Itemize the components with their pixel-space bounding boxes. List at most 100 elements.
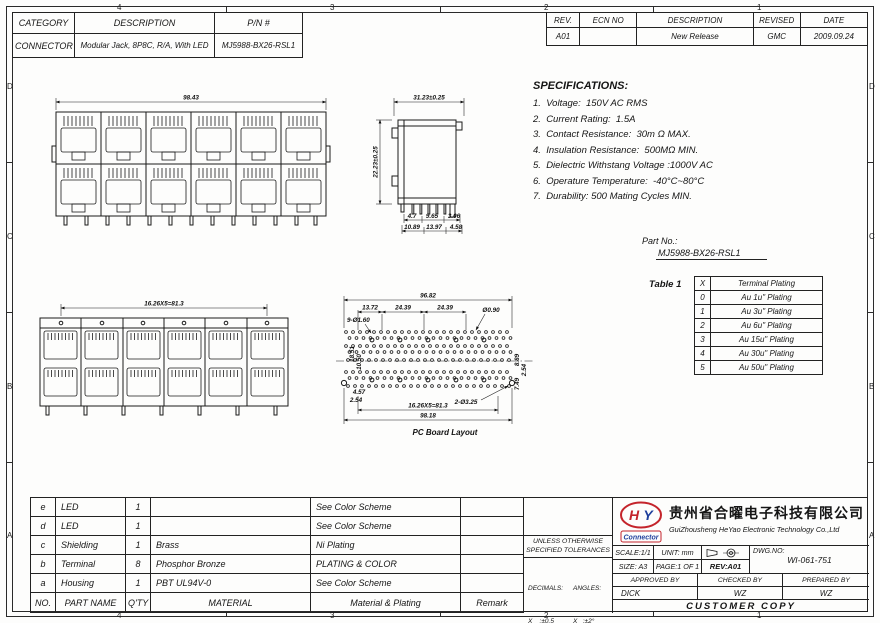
svg-text:8.89: 8.89 bbox=[514, 353, 521, 366]
dim-side-height: 22.23±0.25 bbox=[373, 146, 380, 179]
part-category: CONNECTOR bbox=[12, 33, 75, 58]
spec-item: 7. Durability: 500 Mating Cycles MIN. bbox=[533, 191, 692, 202]
dim-front-width: 98.43 bbox=[183, 95, 199, 102]
part-id-table: CATEGORY DESCRIPTION P/N # CONNECTOR Mod… bbox=[12, 12, 303, 58]
zone-label-right: D bbox=[869, 82, 875, 91]
zone-tick bbox=[6, 162, 13, 163]
approved-by-value: DICK bbox=[613, 587, 698, 600]
front-view-pins bbox=[63, 215, 318, 226]
bom-remark bbox=[460, 497, 524, 517]
plating-code: 0 bbox=[694, 290, 711, 305]
specifications-title: SPECIFICATIONS: bbox=[533, 80, 629, 92]
dim-mount-label: 2-Ø3.25 bbox=[454, 399, 478, 406]
svg-text:7.49: 7.49 bbox=[514, 377, 521, 390]
front-view-dimensions: 98.43 bbox=[55, 95, 327, 110]
part-no-label: Part No.: bbox=[642, 236, 678, 246]
zone-label-bottom: 2 bbox=[544, 611, 549, 620]
zone-tick bbox=[6, 312, 13, 313]
tolerance-title-line2: SPECIFIED TOLERANCES bbox=[526, 546, 610, 554]
part-table-header: CATEGORY bbox=[12, 12, 75, 34]
part-description: Modular Jack, 8P8C, R/A, With LED bbox=[74, 33, 215, 58]
unit-cell: UNIT: mm bbox=[653, 546, 701, 560]
dim-holes-label: 9-Ø1.60 bbox=[347, 317, 370, 324]
dwg-no-value: WI-061-751 bbox=[787, 555, 832, 565]
zone-tick bbox=[653, 6, 654, 13]
zone-tick bbox=[226, 611, 227, 617]
bom-no: a bbox=[30, 573, 56, 593]
prepared-by-label: PREPARED BY bbox=[783, 574, 869, 587]
zone-label-top: 4 bbox=[117, 3, 122, 12]
spec-item: 2. Current Rating: 1.5A bbox=[533, 113, 636, 125]
bom-material: PBT UL94V-0 bbox=[150, 573, 311, 593]
pcb-hole-pattern bbox=[340, 330, 516, 388]
plating-code: X bbox=[694, 276, 711, 291]
zone-tick bbox=[440, 611, 441, 617]
plating-code: 5 bbox=[694, 360, 711, 375]
svg-text:9.65: 9.65 bbox=[426, 213, 439, 220]
zone-label-bottom: 3 bbox=[330, 611, 335, 620]
bom-part-name: Shielding bbox=[55, 535, 126, 555]
svg-text:98.18: 98.18 bbox=[420, 413, 436, 420]
svg-text:16.26X5=81.3: 16.26X5=81.3 bbox=[408, 403, 448, 410]
pcb-bottom-dimensions: 16.26X5=81.3 98.18 bbox=[343, 388, 513, 424]
plating-desc: Au 6u" Plating bbox=[710, 318, 823, 333]
checked-by-label: CHECKED BY bbox=[698, 574, 783, 587]
spec-item: 1. Voltage: 150V AC RMS bbox=[533, 98, 648, 109]
svg-text:3.06: 3.06 bbox=[448, 213, 461, 220]
bom-material: Phosphor Bronze bbox=[150, 554, 311, 574]
dim-side-width: 31.23±0.25 bbox=[413, 95, 445, 102]
bom-remark bbox=[460, 573, 524, 593]
bom-remark bbox=[460, 516, 524, 536]
front-view-body bbox=[51, 111, 331, 217]
tolerance-angles: ANGLES: X :±2° X.X :±1° bbox=[573, 585, 602, 623]
page-cell: PAGE:1 OF 1 bbox=[653, 560, 701, 574]
spec-item: 5. Dielectric Withstang Voltage :1000V A… bbox=[533, 160, 713, 171]
customer-copy-label: CUSTOMER COPY bbox=[686, 601, 796, 612]
zone-label-top: 3 bbox=[330, 3, 335, 12]
plating-desc: Au 1u" Plating bbox=[710, 290, 823, 305]
bom-qty: 8 bbox=[125, 554, 151, 574]
tolerance-title-line1: UNLESS OTHERWISE bbox=[532, 538, 604, 545]
svg-text:2.54: 2.54 bbox=[349, 397, 363, 404]
tolerance-decimals: DECIMALS: X :±0.5 X.X :±0.3 X.XX :±0.2 bbox=[528, 585, 564, 623]
svg-text:4.7: 4.7 bbox=[407, 213, 417, 220]
rev-cell: REV:A01 bbox=[701, 560, 749, 574]
ecn-value bbox=[579, 27, 638, 46]
svg-text:13.72: 13.72 bbox=[362, 305, 378, 312]
revision-table: REV. ECN NO DESCRIPTION REVISED DATE A01… bbox=[545, 12, 869, 46]
bom-part-name: Housing bbox=[55, 573, 126, 593]
bom-footer-qty: Q'TY bbox=[125, 592, 151, 613]
mounting-hole bbox=[508, 379, 516, 387]
projection-angle-symbol bbox=[706, 548, 739, 557]
part-no-value: MJ5988-BX26-RSL1 bbox=[656, 248, 767, 260]
bom-material: Brass bbox=[150, 535, 311, 555]
part-table-header: DESCRIPTION bbox=[74, 12, 215, 34]
bom-table: e LED 1 See Color Scheme d LED 1 See Col… bbox=[30, 497, 524, 613]
checked-by-value: WZ bbox=[698, 587, 783, 600]
svg-text:24.39: 24.39 bbox=[436, 305, 453, 312]
rev-desc: New Release bbox=[636, 27, 754, 46]
svg-text:13.97: 13.97 bbox=[426, 224, 442, 231]
part-number: MJ5988-BX26-RSL1 bbox=[214, 33, 303, 58]
side-view-drawing: 31.23±0.25 22.23±0.25 4.7 9.65 3.06 bbox=[373, 95, 465, 234]
rev-header: REV. bbox=[545, 12, 581, 28]
zone-label-top: 1 bbox=[757, 3, 762, 12]
zone-label-right: C bbox=[869, 232, 875, 241]
rev-value: A01 bbox=[545, 27, 581, 46]
panel-view-drawing: 16.26X5=81.3 bbox=[39, 301, 289, 416]
bom-qty: 1 bbox=[125, 516, 151, 536]
company-logo: H Y Connector bbox=[620, 501, 662, 543]
pcb-side-dimensions: 18.51 10.50 4.57 2.54 8.89 2.54 7.49 2-Ø… bbox=[349, 346, 528, 406]
dim-hole-dia: Ø0.90 bbox=[482, 307, 500, 314]
svg-text:18.51: 18.51 bbox=[349, 346, 356, 362]
zone-label-bottom: 4 bbox=[117, 611, 122, 620]
plating-code: 4 bbox=[694, 346, 711, 361]
plating-desc: Au 50u" Plating bbox=[710, 360, 823, 375]
zone-label-right: B bbox=[869, 382, 875, 391]
plating-code: 2 bbox=[694, 318, 711, 333]
specifications: SPECIFICATIONS: 1. Voltage: 150V AC RMS … bbox=[533, 80, 865, 205]
bom-plating: See Color Scheme bbox=[310, 573, 461, 593]
bom-footer-no: NO. bbox=[30, 592, 56, 613]
spec-item: 3. Contact Resistance: 30m Ω MAX. bbox=[533, 129, 691, 140]
